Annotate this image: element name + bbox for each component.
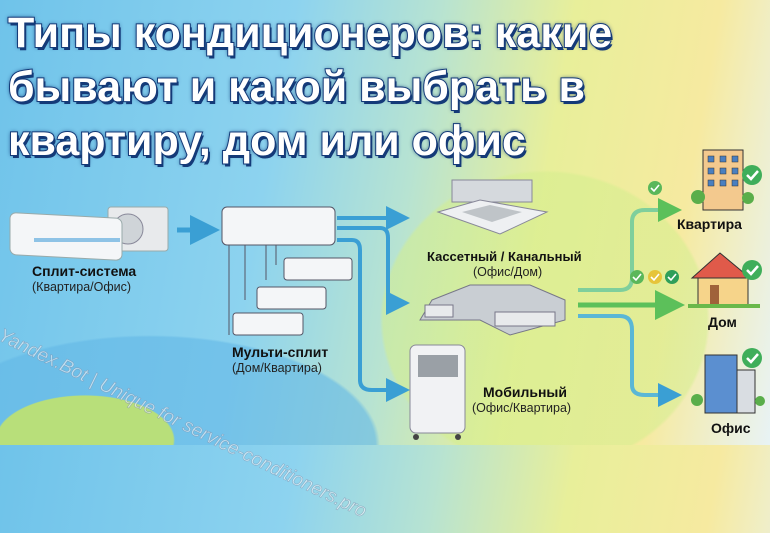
arrow-icon [337, 226, 410, 315]
arrow-icon [337, 238, 410, 402]
cassette-unit-icon [436, 179, 549, 235]
type-label-split: Сплит-система [32, 263, 137, 279]
diagram-graphics [9, 149, 765, 440]
title-line-2: бывают и какой выбрать в [7, 62, 586, 112]
arrow-icon [578, 314, 682, 407]
split-system-icon [9, 206, 169, 261]
type-label-multi: Мульти-сплит [232, 344, 329, 360]
destination-house: Дом [708, 314, 737, 330]
title-line-1: Типы кондиционеров: какие [7, 8, 613, 58]
destination-apartment: Квартира [677, 216, 742, 232]
destination-office: Офис [711, 420, 751, 436]
apartment-building-icon [691, 149, 762, 211]
duct-unit-icon [419, 284, 566, 336]
office-building-icon [691, 348, 765, 414]
type-label-cassette: Кассетный / Канальный [427, 249, 582, 264]
type-use-multi: (Дом/Квартира) [232, 361, 322, 375]
arrow-icon [578, 198, 682, 292]
type-use-cassette: (Офис/Дом) [473, 265, 543, 279]
type-use-split: (Квартира/Офис) [32, 280, 132, 294]
title-line-3: квартиру, дом или офис [7, 116, 527, 166]
multi-split-icon [221, 206, 353, 336]
check-icon [630, 181, 679, 284]
type-label-mobile: Мобильный [483, 384, 567, 400]
house-icon [688, 252, 762, 308]
page-title: Типы кондиционеров: какие бывают и какой… [7, 6, 748, 168]
portable-unit-icon [409, 344, 466, 440]
type-use-mobile: (Офис/Квартира) [472, 401, 572, 415]
